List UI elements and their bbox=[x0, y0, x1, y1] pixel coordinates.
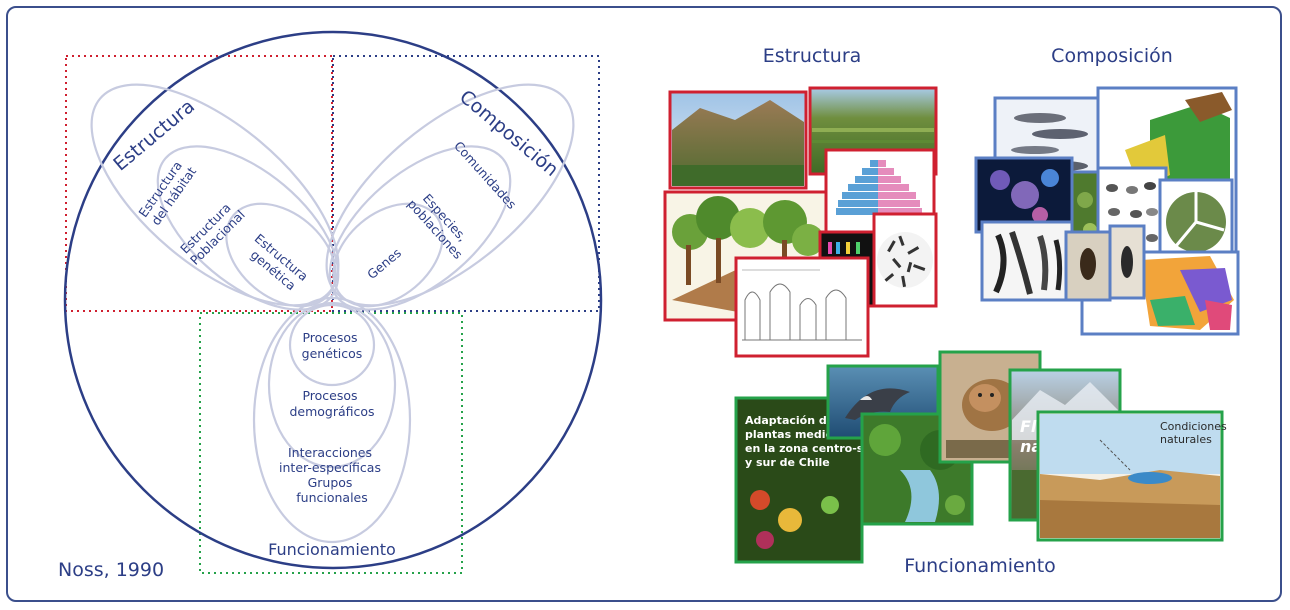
funcionamiento-title: Funcionamiento bbox=[268, 540, 396, 559]
insect-photos bbox=[1064, 224, 1146, 302]
estructura-petal bbox=[90, 83, 340, 311]
collage: Estructura Composición Funcionamiento bbox=[663, 45, 1240, 577]
figure-frame bbox=[6, 6, 1282, 602]
interacciones-label: Interacciones inter-específicas Grupos f… bbox=[279, 445, 385, 505]
funcionamiento-region bbox=[199, 312, 463, 574]
condiciones-naturales-diagram: Condiciones naturales bbox=[1036, 410, 1230, 542]
funcionamiento-petal bbox=[252, 296, 412, 544]
outer-circle bbox=[63, 30, 603, 570]
composicion-photos bbox=[974, 86, 1240, 336]
funcionamiento-photos: Adaptación de plantas medicinales en la … bbox=[734, 350, 1230, 564]
valley-photo bbox=[668, 90, 808, 190]
composicion-region bbox=[332, 55, 600, 312]
procesos-demograficos-label: Procesos demográficos bbox=[289, 388, 374, 419]
noss-diagram: Estructura Estructura del hábitat Estruc… bbox=[58, 30, 603, 581]
chromosome-spread bbox=[872, 212, 938, 308]
marine-photo bbox=[974, 156, 1074, 234]
svg-text:Condiciones naturale: Condiciones naturales bbox=[1160, 420, 1230, 446]
medicinal-plants-book: Adaptación de plantas medicinales en la … bbox=[734, 396, 877, 564]
composicion-genes-label: Genes bbox=[364, 245, 404, 282]
citation: Noss, 1990 bbox=[58, 559, 164, 581]
estructura-habitat-label: Estructura del hábitat bbox=[135, 155, 199, 229]
estructura-region bbox=[65, 55, 333, 312]
estructura-photos bbox=[663, 86, 938, 358]
procesos-geneticos-label: Procesos genéticos bbox=[302, 330, 363, 361]
estructura-poblacional-label: Estructura Poblacional bbox=[176, 196, 247, 267]
collage-estructura-title: Estructura bbox=[763, 45, 862, 67]
estructura-genetica-label: Estructura genética bbox=[242, 231, 314, 298]
forest-profile-sketch bbox=[734, 256, 870, 358]
collage-funcionamiento-title: Funcionamiento bbox=[904, 555, 1056, 577]
chromosome-drawing bbox=[980, 220, 1074, 302]
composicion-petal bbox=[325, 83, 575, 311]
collage-composicion-title: Composición bbox=[1051, 45, 1173, 67]
